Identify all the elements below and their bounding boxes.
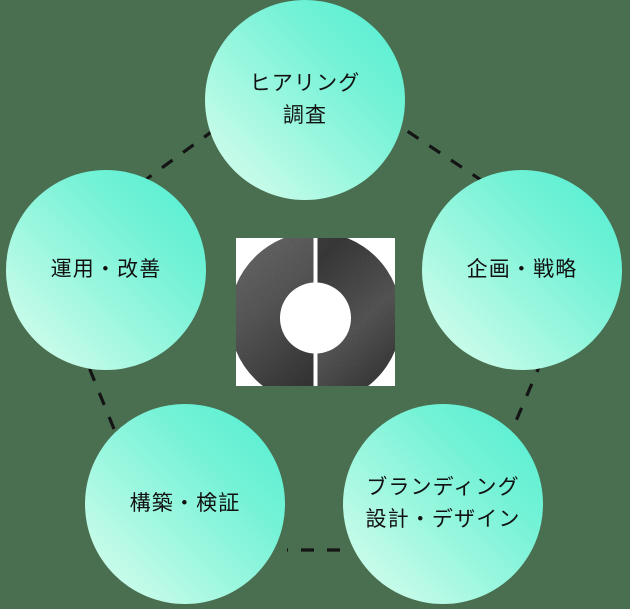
- node-hearing[interactable]: ヒアリング 調査: [205, 0, 405, 200]
- node-branding-label: ブランディング 設計・デザイン: [365, 476, 521, 531]
- connector-planning-branding: [511, 359, 544, 429]
- node-build-label: 構築・検証: [129, 492, 241, 516]
- node-planning[interactable]: 企画・戦略: [422, 170, 622, 370]
- connector-build-operation: [84, 359, 116, 430]
- node-branding[interactable]: ブランディング 設計・デザイン: [343, 404, 543, 604]
- split-ring-logo: [236, 238, 395, 386]
- node-operation-label: 運用・改善: [50, 258, 162, 282]
- node-operation[interactable]: 運用・改善: [6, 170, 206, 370]
- node-hearing-label: ヒアリング 調査: [249, 72, 361, 127]
- node-planning-label: 企画・戦略: [466, 258, 578, 282]
- node-build[interactable]: 構築・検証: [85, 404, 285, 604]
